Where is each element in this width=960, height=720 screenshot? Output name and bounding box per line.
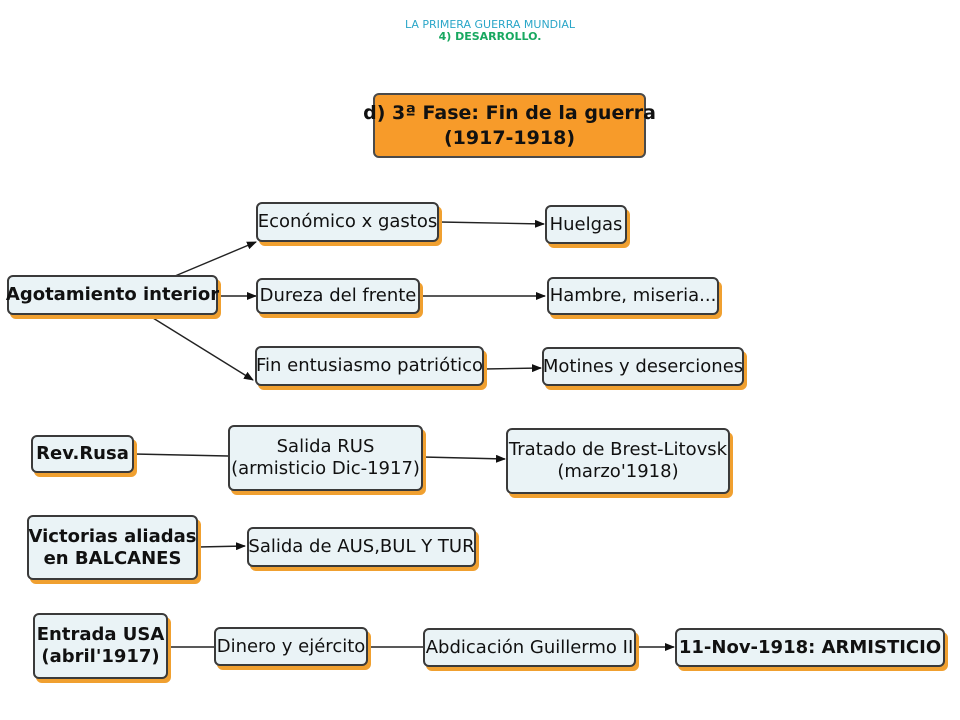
tratado-line1: Tratado de Brest-Litovsk [508, 439, 728, 460]
tratado-node: Tratado de Brest-Litovsk (marzo'1918) [506, 428, 730, 494]
edge-entusiasmo-motines [483, 364, 542, 373]
agotamiento-node: Agotamiento interior [6, 275, 219, 315]
revrusa-node: Rev.Rusa [31, 435, 134, 473]
edge-salidarus-tratado [422, 454, 506, 463]
abdicacion-node: Abdicación Guillermo II [423, 628, 636, 667]
economico-node: Económico x gastos [256, 202, 439, 242]
entrada-usa-line2: (abril'1917) [41, 646, 160, 667]
edge-revrusa-salidarus [133, 453, 229, 457]
dureza-node: Dureza del frente [256, 278, 420, 314]
header-title: LA PRIMERA GUERRA MUNDIAL [404, 18, 576, 31]
entrada-usa-line1: Entrada USA [36, 624, 165, 645]
salida-rus-node: Salida RUS (armisticio Dic-1917) [228, 425, 423, 491]
phase-title-node: d) 3ª Fase: Fin de la guerra (1917-1918) [363, 93, 656, 158]
motines-node: Motines y deserciones [542, 347, 744, 386]
victorias-line2: en BALCANES [43, 547, 182, 569]
entrada-usa-node: Entrada USA (abril'1917) [33, 613, 168, 679]
salida-aus-node: Salida de AUS,BUL Y TUR [247, 527, 476, 567]
hambre-node: Hambre, miseria... [547, 277, 719, 315]
victorias-line1: Victorias aliadas [28, 525, 197, 547]
entusiasmo-node: Fin entusiasmo patriótico [255, 346, 484, 386]
dinero-node: Dinero y ejército [214, 627, 368, 666]
armisticio-node: 11-Nov-1918: ARMISTICIO [675, 628, 945, 667]
tratado-line2: (marzo'1918) [557, 461, 679, 482]
page-header: LA PRIMERA GUERRA MUNDIAL 4) DESARROLLO. [0, 19, 960, 43]
edge-victorias-salidaaus [197, 542, 246, 551]
edge-economico-huelgas [439, 219, 545, 228]
salida-rus-line2: (armisticio Dic-1917) [231, 458, 420, 479]
edge-agotamiento-economico [174, 241, 257, 277]
header-subtitle: 4) DESARROLLO. [438, 30, 542, 43]
phase-title-line2: (1917-1918) [443, 126, 575, 149]
phase-title-line1: d) 3ª Fase: Fin de la guerra [363, 101, 656, 124]
victorias-node: Victorias aliadas en BALCANES [27, 515, 198, 580]
huelgas-node: Huelgas [545, 205, 627, 244]
edge-agotamiento-entusiasmo [152, 317, 254, 381]
salida-rus-line1: Salida RUS [276, 436, 375, 457]
